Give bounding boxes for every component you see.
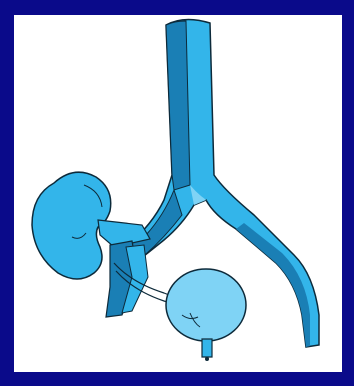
- anatomy-illustration: [14, 15, 342, 372]
- urethra: [202, 339, 212, 361]
- bladder: [166, 269, 246, 341]
- figure-panel: [14, 15, 342, 372]
